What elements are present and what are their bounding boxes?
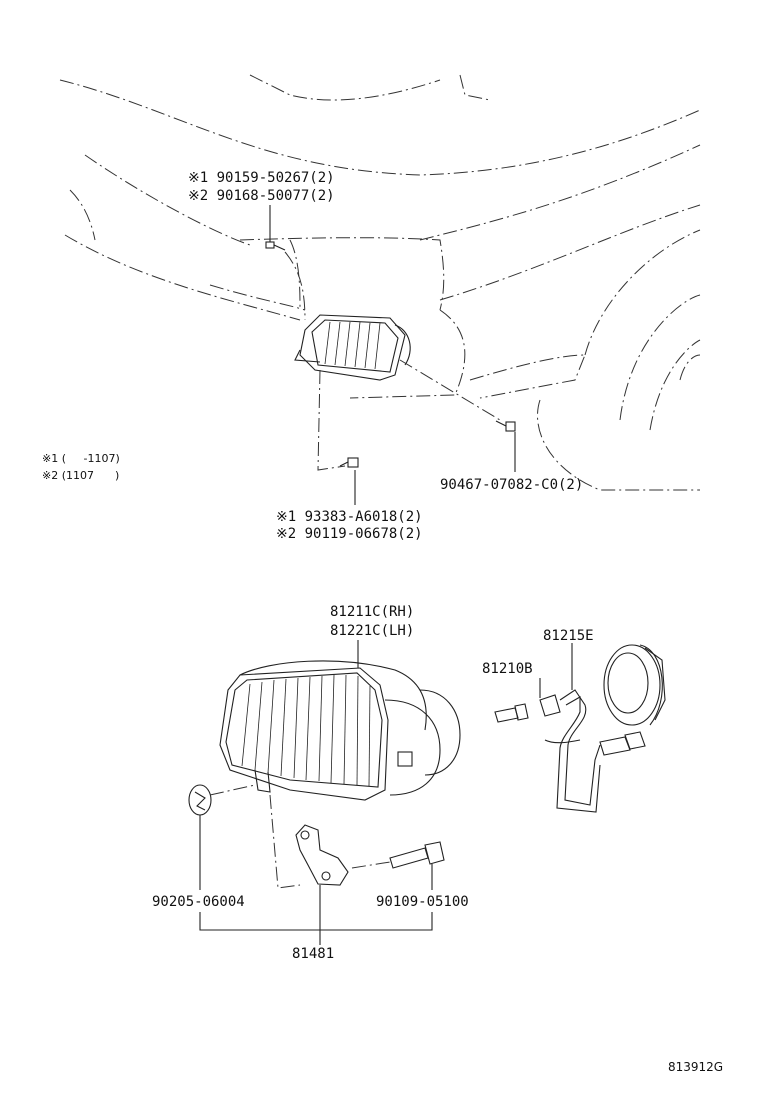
bulb (494, 703, 529, 723)
note-2: ※2 (1107 ) (42, 469, 120, 482)
callout-bracket: 81481 (292, 946, 335, 962)
lower-bolt (339, 457, 359, 468)
callout-screw-top-1: ※1 90159-50267(2) (188, 170, 335, 186)
callout-socket: 81215E (543, 628, 594, 644)
diagram-id: 813912G (668, 1060, 724, 1074)
callout-bolt-right: 90467-07082-C0(2) (440, 477, 584, 493)
callout-clip: 90205-06004 (152, 894, 245, 910)
clip (188, 784, 212, 816)
callout-bolt: 90109-05100 (376, 894, 469, 910)
fog-lamp-installed (294, 314, 411, 381)
fog-lamp-assembly (219, 660, 461, 801)
note-1: ※1 ( -1107) (42, 452, 120, 465)
callout-lamp-rh: 81211C(RH) (330, 604, 415, 620)
callout-screw-top-2: ※2 90168-50077(2) (188, 188, 335, 204)
socket-harness (539, 689, 646, 813)
car-body-outline (59, 74, 701, 491)
callout-bulb: 81210B (482, 661, 533, 677)
right-bolt (495, 420, 516, 432)
upper-screw (265, 241, 286, 251)
mounting-bolt (389, 841, 445, 869)
callout-bolt-bottom-1: ※1 93383-A6018(2) (276, 509, 423, 525)
grommet (603, 644, 666, 726)
bracket (295, 824, 349, 886)
callout-bolt-bottom-2: ※2 90119-06678(2) (276, 526, 423, 542)
callout-lamp-lh: 81221C(LH) (330, 623, 415, 639)
